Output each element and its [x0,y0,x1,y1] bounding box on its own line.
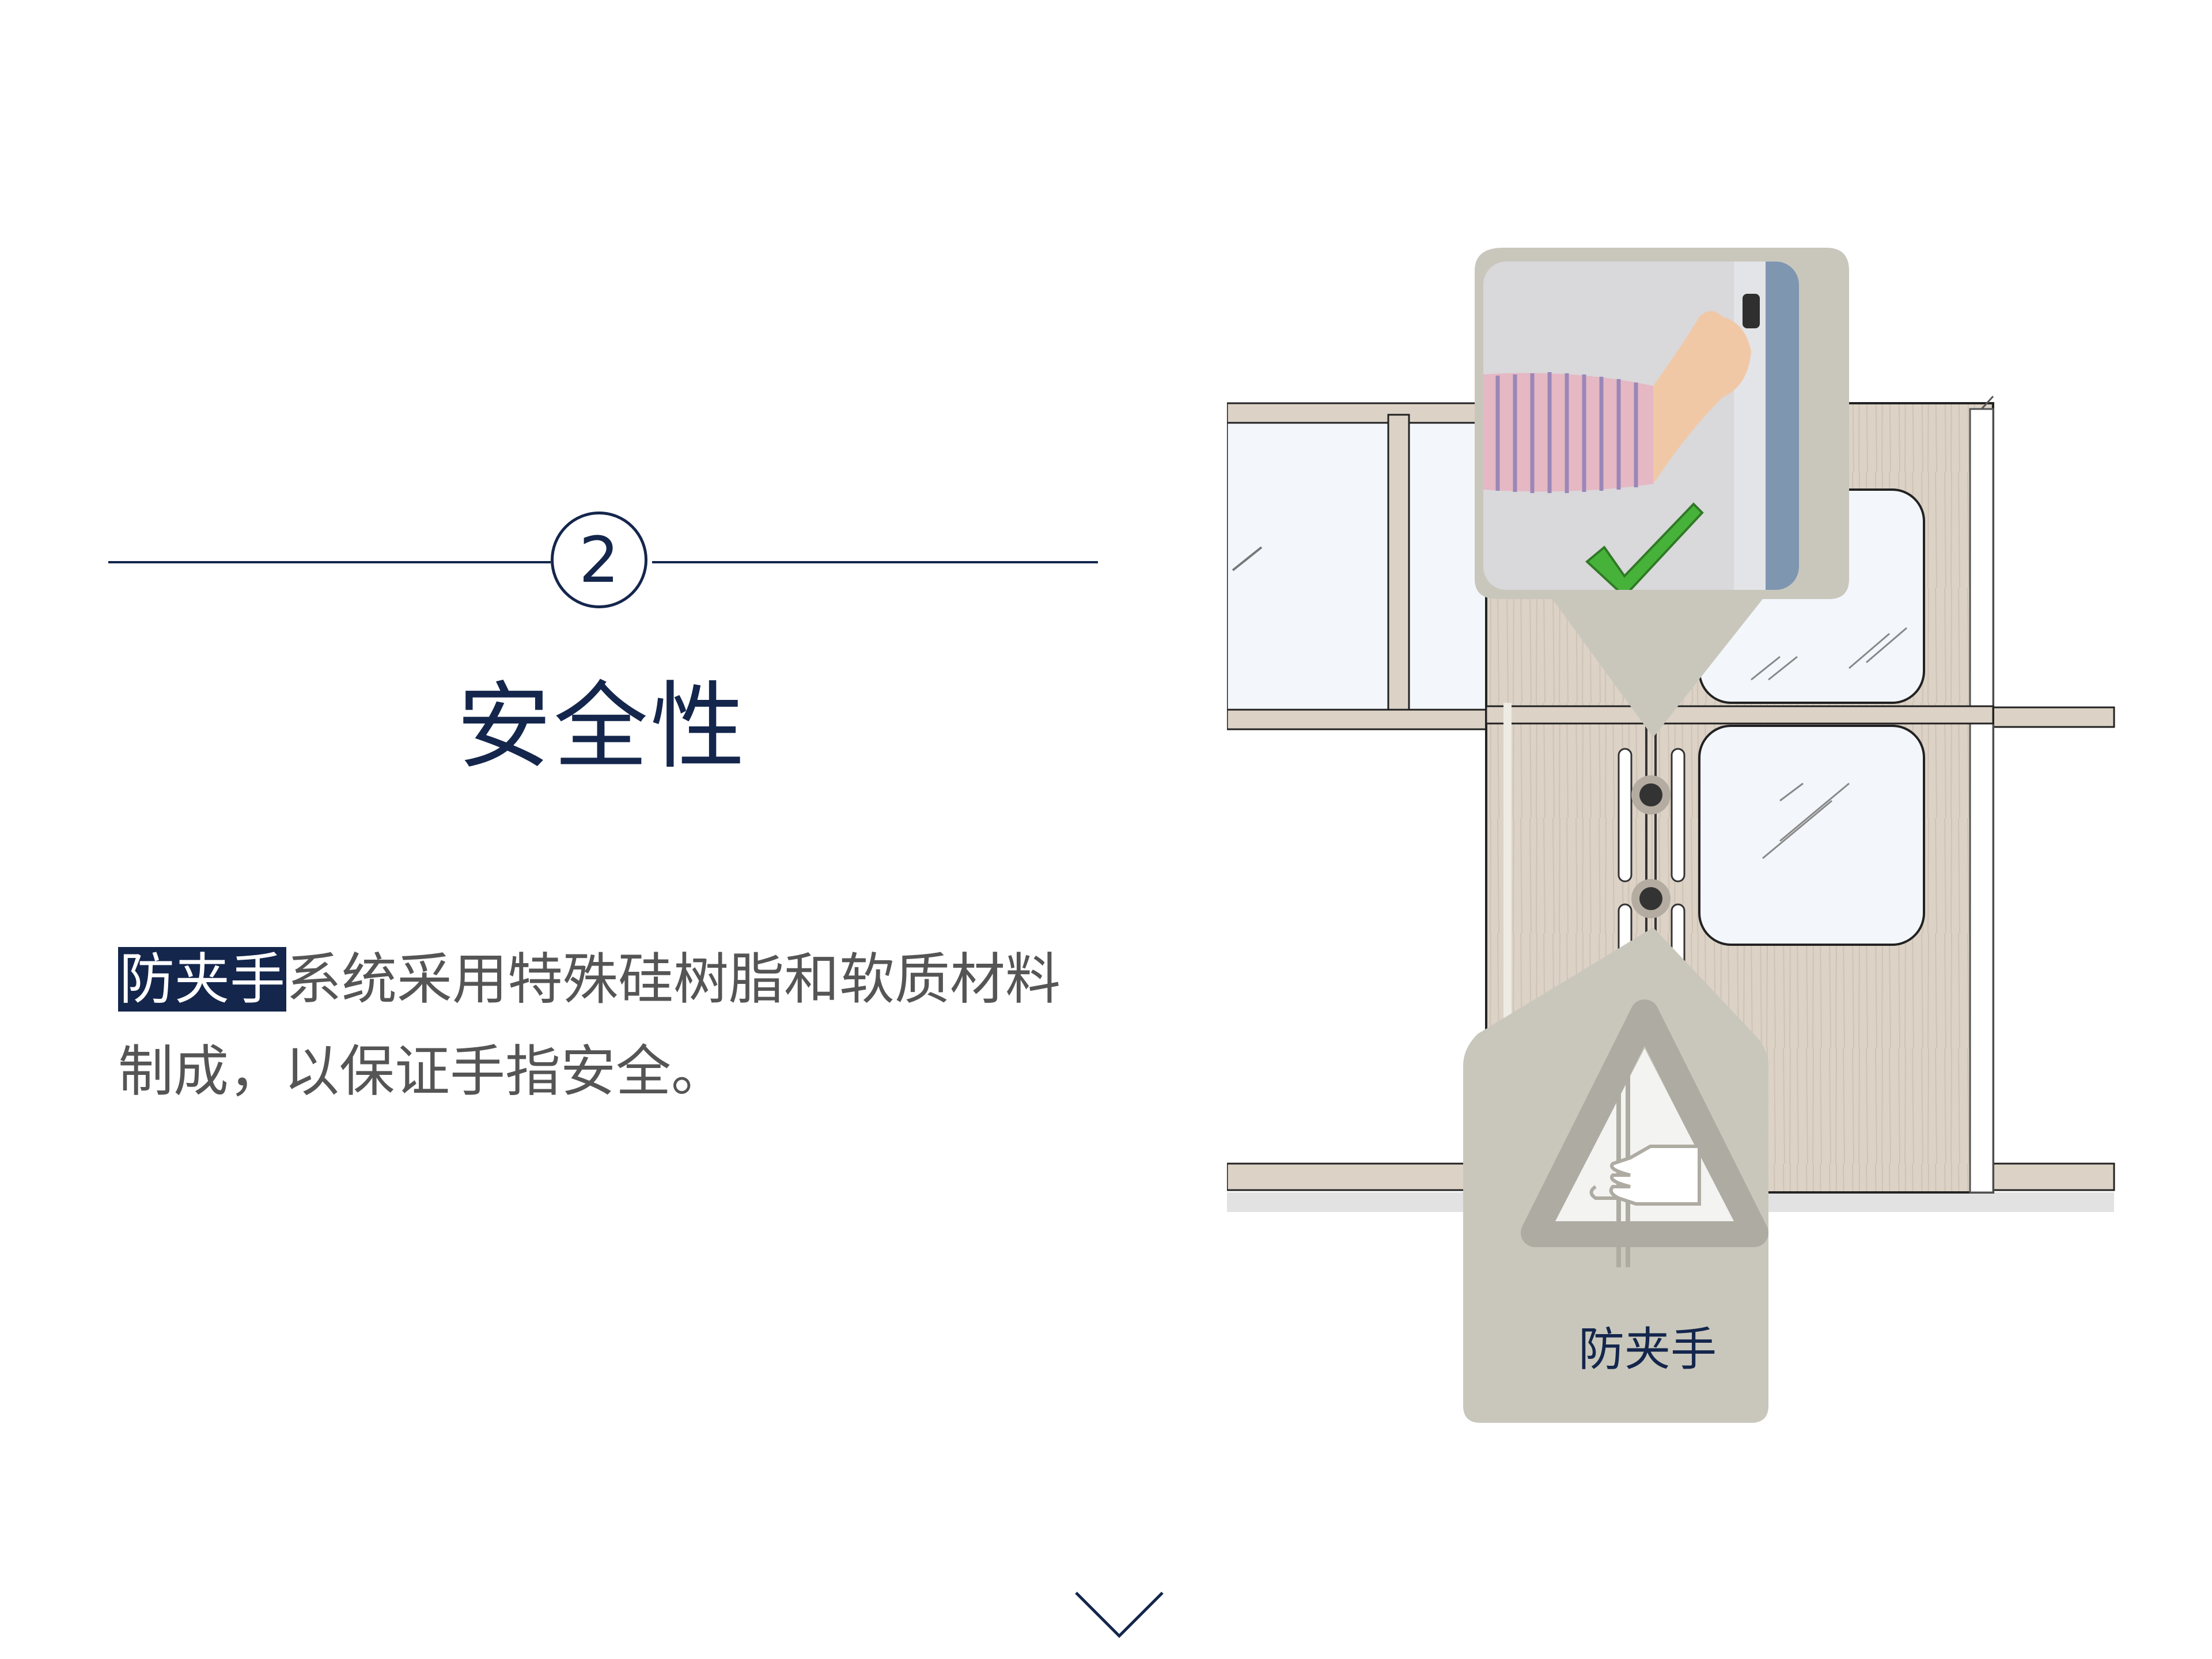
photo-callout [1475,248,1849,737]
section-title: 安全性 [456,672,747,782]
chevron-down-icon[interactable] [1070,1587,1168,1645]
anti-pinch-label: 防夹手 [1578,1323,1717,1376]
section-divider-left [108,561,551,563]
section-divider-right [652,561,1098,563]
right-wall [1992,706,2115,1191]
anti-pinch-callout: 防夹手 [1463,927,1768,1423]
anti-pinch-warning-icon [1521,999,1768,1267]
description-highlight: 防夹手 [118,947,286,1012]
left-window-wall [1227,402,1487,1191]
section-number-badge: 2 [551,512,647,608]
check-mark-icon [1585,502,1704,590]
description-line1: 系统采用特殊硅树脂和软质材料 [286,947,1060,1012]
description-line2: 制成，以保证手指安全。 [118,1039,726,1104]
section-description: 防夹手系统采用特殊硅树脂和软质材料 制成，以保证手指安全。 [118,933,1097,1118]
section-number: 2 [579,523,619,597]
door-illustration: 防夹手 [1227,248,2115,1423]
